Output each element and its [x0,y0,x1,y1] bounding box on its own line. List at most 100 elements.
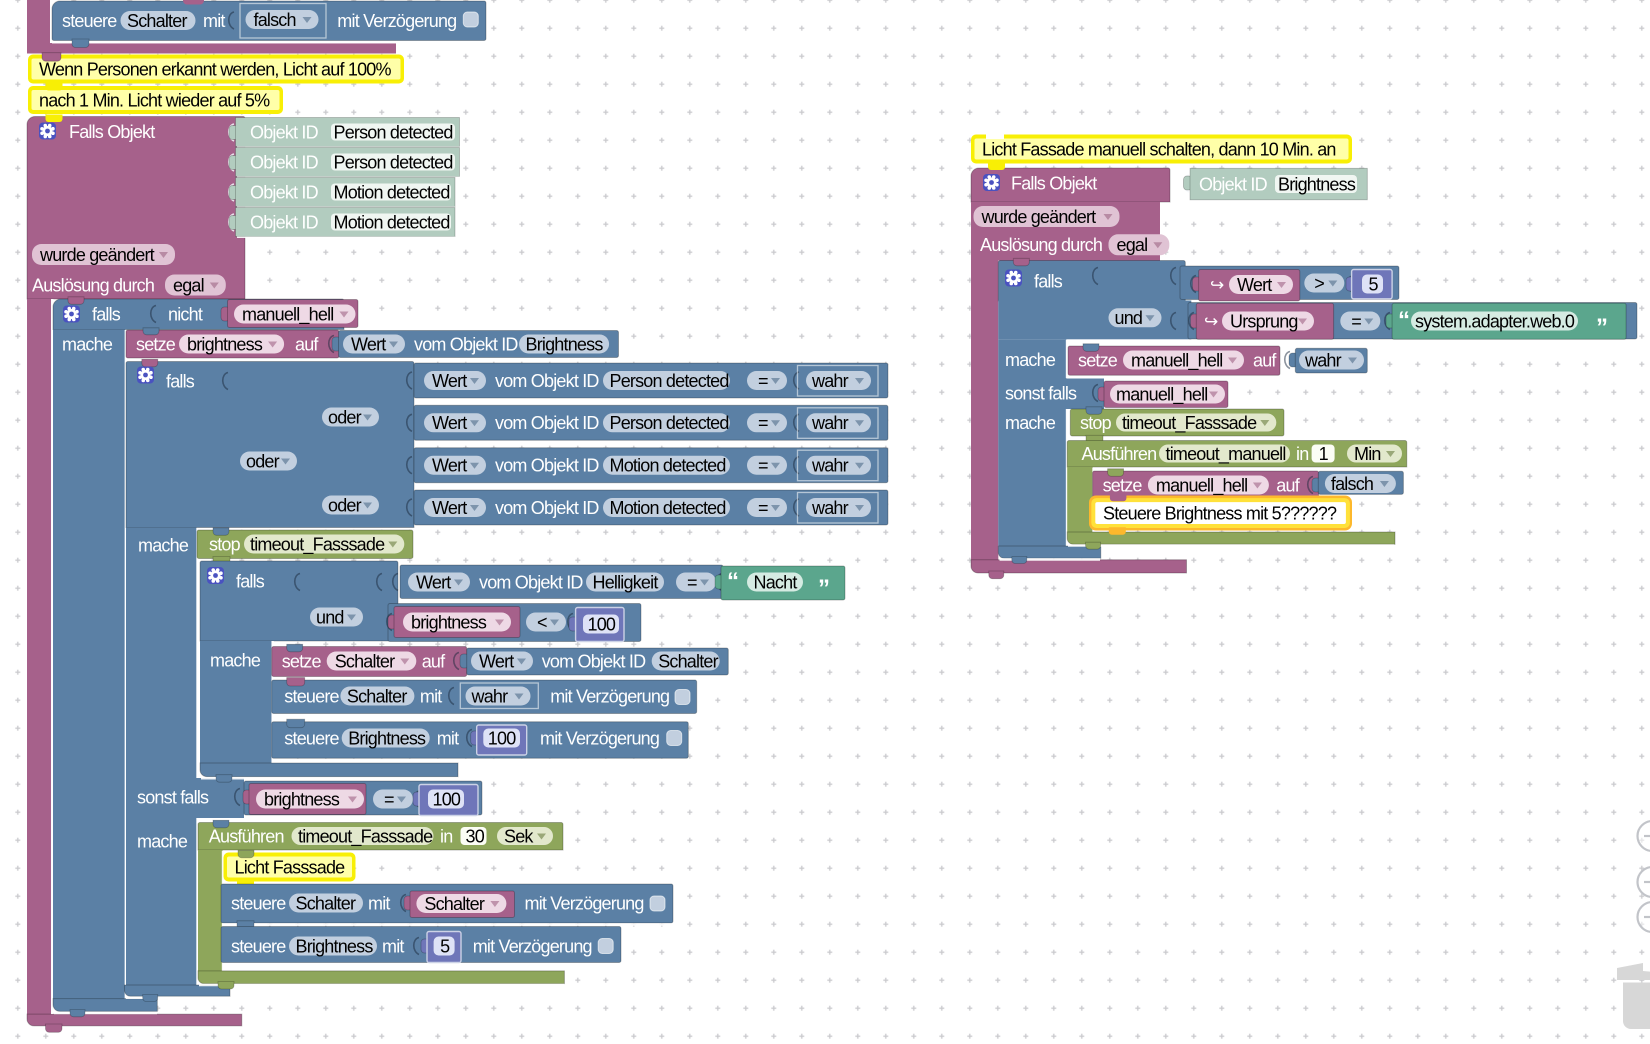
svg-text:mit Verzögerung: mit Verzögerung [525,893,644,913]
svg-text:mache: mache [1005,350,1056,370]
svg-text:mit Verzögerung: mit Verzögerung [550,686,669,706]
svg-text:↪: ↪ [1204,312,1218,331]
svg-text:mit Verzögerung: mit Verzögerung [540,728,659,748]
svg-text:Auslösung durch: Auslösung durch [980,235,1102,255]
svg-text:wahr: wahr [811,371,849,391]
svg-text:↪: ↪ [1210,276,1224,295]
svg-text:in: in [1296,444,1308,464]
svg-text:vom Objekt ID: vom Objekt ID [495,498,599,518]
svg-text:=: = [758,498,768,518]
svg-text:5: 5 [1369,274,1379,294]
svg-text:setze: setze [136,334,176,354]
svg-text:Falls Objekt: Falls Objekt [69,122,155,142]
svg-text:mit: mit [437,728,459,748]
svg-text:stop: stop [1080,413,1112,433]
svg-text:Person detected: Person detected [334,152,453,172]
svg-text:Motion detected: Motion detected [334,182,450,202]
svg-text:Helligkeit: Helligkeit [593,572,659,592]
svg-text:30: 30 [466,826,485,846]
svg-text:stop: stop [209,534,241,554]
svg-text:=: = [687,572,697,592]
svg-text:Auslösung durch: Auslösung durch [32,275,154,295]
svg-text:wahr: wahr [811,498,849,518]
svg-text:Schalter: Schalter [127,11,187,31]
svg-text:auf: auf [295,334,319,354]
svg-text:5: 5 [440,936,450,956]
svg-text:Wert: Wert [432,498,467,518]
svg-text:sonst falls: sonst falls [1005,383,1077,403]
svg-text:mit: mit [382,936,404,956]
svg-text:=: = [758,456,768,476]
svg-text:“: “ [1398,307,1410,334]
svg-text:mit: mit [420,686,442,706]
svg-text:vom Objekt ID: vom Objekt ID [414,334,518,354]
svg-text:steuere: steuere [284,686,339,706]
svg-text:steuere: steuere [231,936,286,956]
svg-text:timeout_manuell: timeout_manuell [1166,444,1286,465]
svg-text:mit: mit [203,11,225,31]
svg-text:Wert: Wert [432,456,467,476]
svg-text:brightness: brightness [187,334,263,354]
svg-text:Objekt ID: Objekt ID [250,182,319,202]
svg-text:wahr: wahr [811,456,849,476]
svg-text:egal: egal [173,275,204,295]
svg-text:oder: oder [246,451,280,471]
svg-text:Objekt ID: Objekt ID [250,152,319,172]
svg-text:mache: mache [1005,413,1056,433]
svg-text:Brightness: Brightness [296,936,374,956]
svg-text:=: = [1351,311,1361,331]
svg-text:Licht Fasssade: Licht Fasssade [235,857,346,877]
svg-text:oder: oder [328,495,362,515]
svg-text:Wert: Wert [1237,275,1272,295]
svg-text:Wert: Wert [479,651,514,671]
svg-text:Objekt ID: Objekt ID [1199,174,1268,194]
svg-text:mache: mache [210,650,261,670]
svg-text:falls: falls [1034,271,1063,291]
svg-text:vom Objekt ID: vom Objekt ID [495,456,599,476]
svg-text:mit Verzögerung: mit Verzögerung [473,936,592,956]
svg-text:auf: auf [1253,350,1277,370]
svg-text:Wenn Personen erkannt werden,: Wenn Personen erkannt werden, Licht auf … [39,59,392,79]
svg-text:=: = [758,371,768,391]
svg-text:nach 1 Min. Licht wieder auf 5: nach 1 Min. Licht wieder auf 5% [39,90,270,110]
svg-text:system.adapter.web.0: system.adapter.web.0 [1415,311,1575,331]
svg-text:nicht: nicht [168,304,203,324]
svg-text:<: < [537,612,547,632]
svg-text:100: 100 [588,614,616,634]
svg-text:Wert: Wert [416,572,451,592]
svg-text:vom Objekt ID: vom Objekt ID [495,371,599,391]
svg-text:mit Verzögerung: mit Verzögerung [337,11,456,31]
svg-text:vom Objekt ID: vom Objekt ID [495,413,599,433]
svg-text:”: ” [1596,314,1608,341]
svg-text:und: und [316,607,344,627]
svg-text:1: 1 [1319,444,1329,464]
svg-text:Wert: Wert [432,371,467,391]
svg-text:>: > [1314,273,1324,293]
svg-text:Steuere Brightness mit 5??????: Steuere Brightness mit 5?????? [1103,503,1337,523]
svg-text:steuere: steuere [231,893,286,913]
svg-text:falsch: falsch [1331,474,1373,494]
svg-text:setze: setze [1103,475,1143,495]
svg-text:mache: mache [62,334,113,354]
svg-text:Brightness: Brightness [526,334,604,354]
svg-text:falls: falls [236,571,265,591]
svg-text:Motion detected: Motion detected [334,212,450,232]
svg-text:100: 100 [488,728,516,748]
svg-text:auf: auf [1276,475,1300,495]
svg-text:wurde geändert: wurde geändert [39,245,155,265]
svg-text:manuell_hell: manuell_hell [242,304,333,325]
svg-text:Schalter: Schalter [347,686,407,706]
svg-text:Sek: Sek [504,826,534,846]
svg-text:wahr: wahr [471,686,509,706]
svg-text:Wert: Wert [432,413,467,433]
svg-text:Motion detected: Motion detected [610,498,726,518]
svg-text:timeout_Fasssade: timeout_Fasssade [1122,413,1257,434]
svg-text:Ausführen: Ausführen [209,826,284,846]
svg-text:wurde geändert: wurde geändert [981,207,1097,227]
svg-text:brightness: brightness [411,612,487,632]
svg-text:timeout_Fasssade: timeout_Fasssade [298,826,433,847]
svg-text:manuell_hell: manuell_hell [1131,350,1222,371]
svg-text:vom Objekt ID: vom Objekt ID [542,651,646,671]
svg-text:falls: falls [166,371,195,391]
svg-text:vom Objekt ID: vom Objekt ID [479,572,583,592]
